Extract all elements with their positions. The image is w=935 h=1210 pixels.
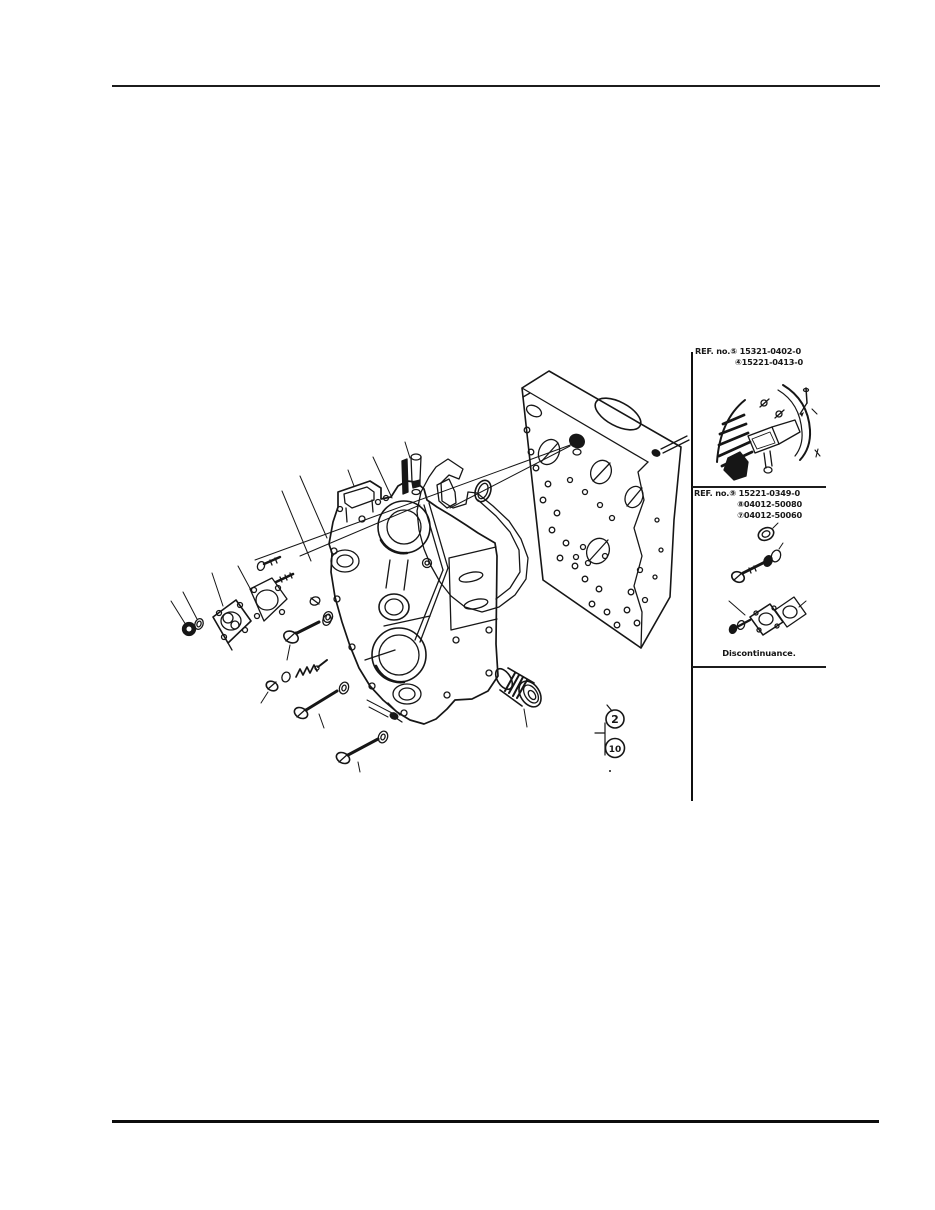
- timing-gasket-drawing: [416, 458, 529, 613]
- leader-lines: [170, 441, 411, 626]
- callout-lower-label: 10: [609, 745, 622, 755]
- ref-number-line: ④15221-0413-0: [734, 357, 803, 367]
- ref-box-top-text: REF. no.⑤ 15321-0402-0 ④15221-0413-0: [695, 346, 803, 368]
- plug-washer-drawing: [309, 596, 334, 624]
- oil-filter-drawing: [494, 667, 542, 728]
- pump-gasket-drawing: [249, 577, 288, 622]
- oil-pump-cover-drawing: [212, 599, 252, 651]
- bolt-drawing: [335, 730, 389, 773]
- assembly-axis-lines: [254, 443, 574, 561]
- ref-number-line: REF. no.⑤ 15321-0402-0: [695, 346, 801, 356]
- bolt-drawing: [283, 614, 332, 661]
- discontinuance-note: Discontinuance.: [722, 648, 796, 658]
- cylinder-block-drawing: [521, 370, 690, 649]
- plug-washer-drawing: [260, 671, 291, 704]
- sidebar-divider: [691, 352, 693, 801]
- bottom-rule: [112, 1120, 879, 1123]
- ref-number-line: ⑦04012-50060: [737, 510, 802, 520]
- ref-number-line: ⑧04012-50080: [737, 499, 802, 509]
- inset-bottom-drawing: [728, 522, 807, 636]
- dowel-pin-drawing: [401, 453, 422, 496]
- callout-upper-label: 2: [611, 713, 619, 726]
- o-ring-drawing: [474, 479, 492, 503]
- top-rule: [112, 85, 880, 87]
- sidebar-separator-1: [692, 486, 826, 488]
- ref-box-bottom-text: REF. no.⑨ 15221-0349-0 ⑧04012-50080 ⑦040…: [694, 488, 802, 521]
- bolt-drawing: [293, 681, 350, 729]
- sidebar-separator-2: [692, 666, 826, 668]
- inset-top-drawing: [716, 384, 821, 481]
- pump-nut-washer-drawing: [181, 618, 204, 637]
- ref-number-line: REF. no.⑨ 15221-0349-0: [694, 488, 800, 498]
- bolt-drawing: [256, 555, 295, 584]
- spring-drawing: [295, 659, 328, 678]
- gear-case-cover-drawing: [328, 480, 499, 725]
- callout-balloons: 2 10: [594, 704, 626, 772]
